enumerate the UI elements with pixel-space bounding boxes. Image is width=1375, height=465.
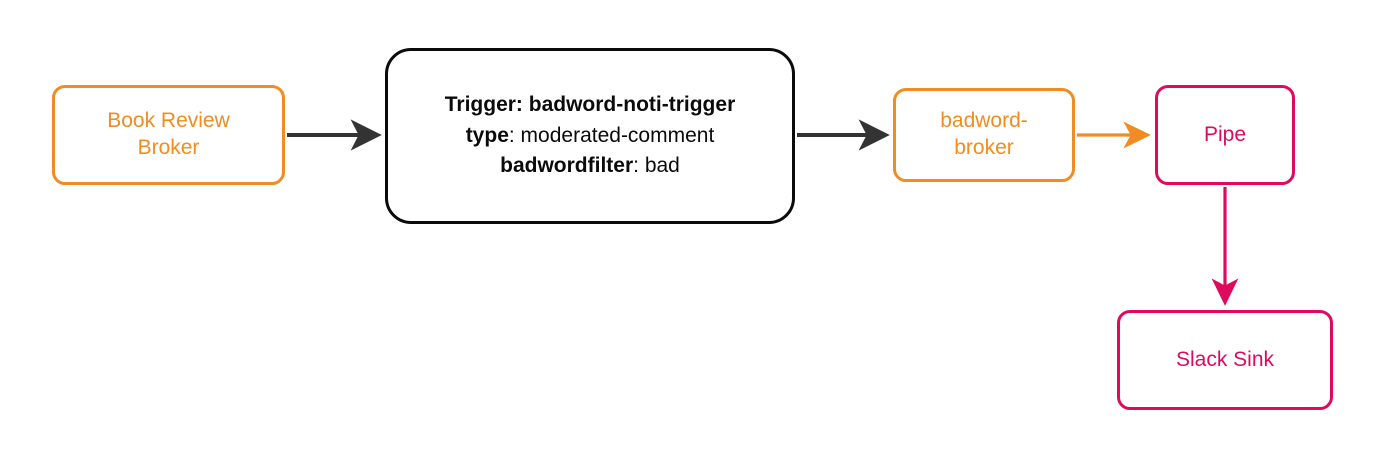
trigger-sep-badwordfilter: : — [633, 154, 645, 178]
node-book-review-broker[interactable]: Book Review Broker — [52, 85, 285, 185]
node-trigger-label: Trigger: badword-noti-trigger type: mode… — [431, 90, 750, 181]
trigger-value-badwordfilter: bad — [644, 154, 680, 178]
node-badword-broker-label: badword- broker — [940, 109, 1028, 159]
trigger-key-trigger: Trigger: — [444, 93, 523, 117]
node-slack-sink-label: Slack Sink — [1175, 347, 1275, 371]
trigger-line-trigger: Trigger: badword-noti-trigger — [445, 90, 736, 120]
node-slack-sink[interactable]: Slack Sink — [1117, 310, 1333, 410]
node-trigger[interactable]: Trigger: badword-noti-trigger type: mode… — [385, 48, 795, 224]
trigger-key-type: type — [465, 123, 509, 147]
node-badword-broker[interactable]: badword- broker — [893, 88, 1075, 182]
node-book-review-broker-label: Book Review Broker — [107, 109, 230, 159]
trigger-sep-type: : — [508, 123, 521, 147]
trigger-line-type: type: moderated-comment — [445, 121, 736, 151]
trigger-key-badwordfilter: badwordfilter — [500, 154, 634, 178]
trigger-value-trigger: badword-noti-trigger — [528, 93, 736, 117]
node-pipe[interactable]: Pipe — [1155, 85, 1295, 185]
node-pipe-label: Pipe — [1203, 122, 1247, 146]
trigger-value-type: moderated-comment — [520, 123, 715, 147]
trigger-line-badwordfilter: badwordfilter: bad — [445, 151, 736, 181]
